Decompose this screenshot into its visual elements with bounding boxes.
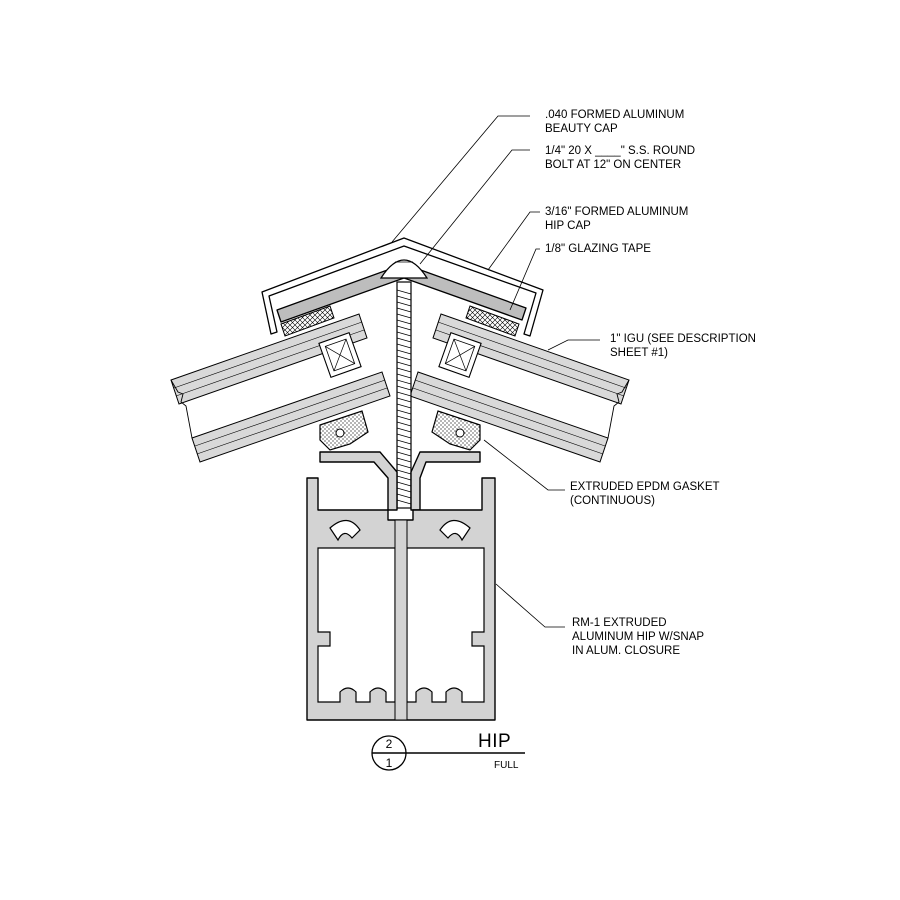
leader-lines: [391, 115, 600, 628]
right-igu-inner-lite: [409, 371, 609, 463]
right-glazing-tape: [465, 305, 520, 337]
sheet-number: 1: [386, 756, 393, 770]
callout-glazing-tape: 1/8" GLAZING TAPE: [545, 243, 651, 255]
left-glazing-tape: [280, 305, 335, 337]
left-gasket: [319, 410, 369, 451]
detail-number: 2: [386, 737, 393, 751]
right-igu-spacer: [438, 331, 482, 379]
left-break-line: [170, 379, 193, 439]
left-igu: [170, 313, 391, 463]
left-igu-spacer: [318, 331, 362, 379]
callout-beauty-cap: .040 FORMED ALUMINUM BEAUTY CAP: [545, 109, 688, 135]
detail-scale: FULL: [494, 760, 519, 771]
callout-hip-cap: 3/16" FORMED ALUMINUM HIP CAP: [545, 206, 692, 232]
callout-bolt: 1/4" 20 X ____" S.S. ROUND BOLT AT 12" O…: [545, 145, 698, 171]
callout-hip-extrusion: RM-1 EXTRUDED ALUMINUM HIP W/SNAP IN ALU…: [572, 617, 707, 657]
detail-title-block: 2 1 HIP FULL: [371, 731, 525, 771]
right-igu: [409, 313, 630, 463]
bolt-head: [379, 259, 429, 279]
callout-igu: 1" IGU (SEE DESCRIPTION SHEET #1): [610, 333, 759, 359]
right-gasket: [431, 410, 481, 451]
detail-title: HIP: [478, 731, 511, 752]
hip-extrusion: [306, 451, 496, 721]
beauty-cap: [261, 237, 544, 337]
right-igu-outer-lite: [432, 313, 630, 405]
right-break-line: [607, 379, 630, 439]
bolt-shank: [396, 281, 412, 509]
callout-gasket: EXTRUDED EPDM GASKET (CONTINUOUS): [570, 481, 723, 507]
